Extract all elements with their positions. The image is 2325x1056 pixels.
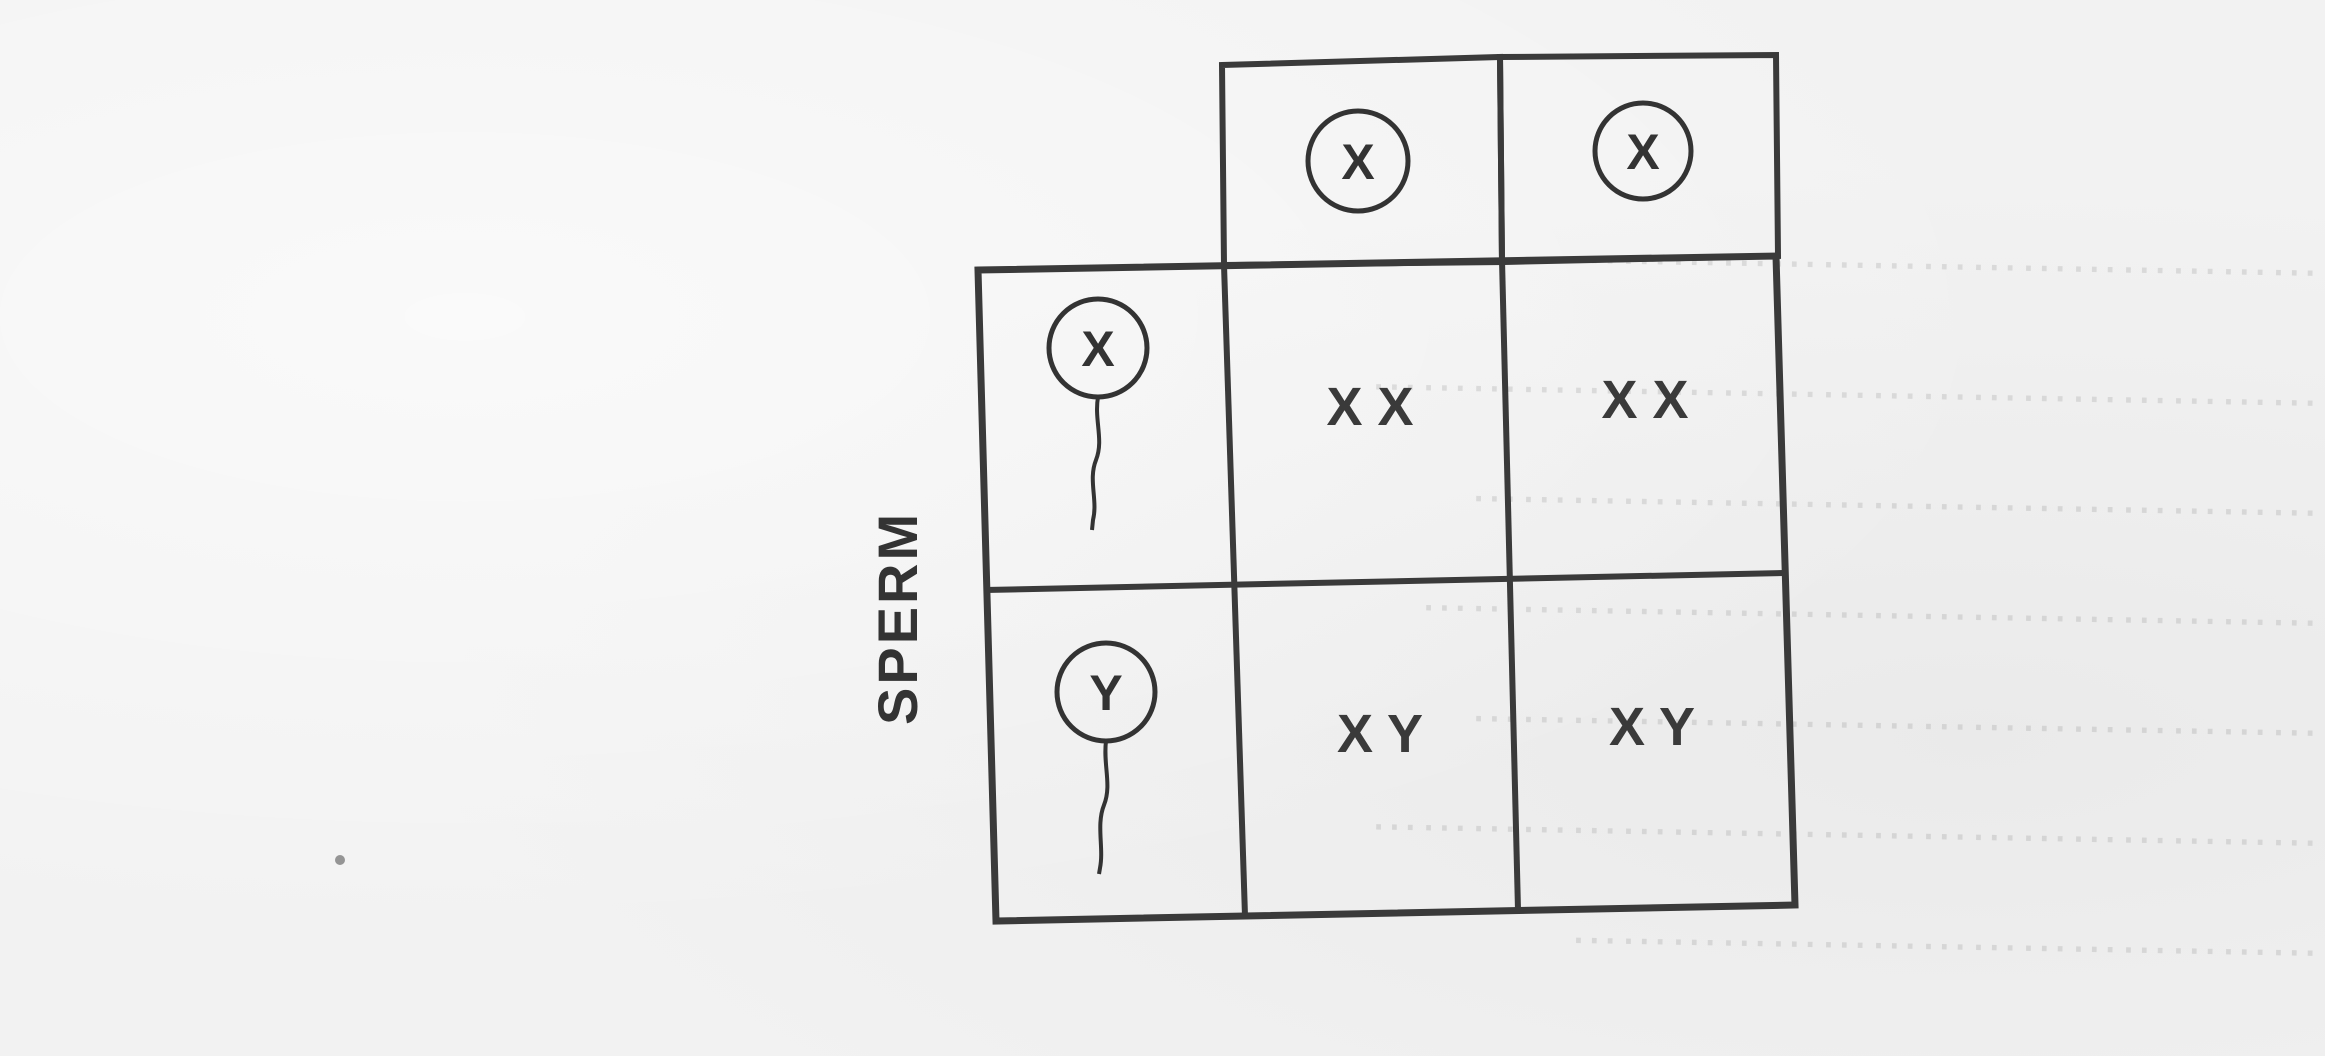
sperm-tail [1090,396,1102,531]
offspring-genotype: X Y [1337,704,1423,764]
grid-divider-vertical [1221,264,1248,917]
sperm-tail [1097,740,1110,875]
sperm-allele-2: Y [1089,665,1122,721]
egg-allele-2: X [1626,124,1659,180]
offspring-genotype: X Y [1609,697,1695,757]
offspring-cells: X X X X X Y X Y [1326,370,1695,764]
punnett-grid [974,252,1799,925]
sperm-column: X Y [1046,296,1158,875]
egg-header: X X [1218,51,1782,269]
egg-cell-icon [1305,108,1411,214]
egg-allele-1: X [1341,134,1374,190]
grid-frame [974,252,1799,925]
offspring-genotype: X X [1326,377,1413,437]
sperm-allele-1: X [1081,321,1114,377]
grid-divider-horizontal [984,570,1785,593]
grid-divider-vertical [1499,259,1521,911]
scan-speck [335,855,345,865]
egg-cell-icon [1592,100,1694,202]
offspring-genotype: X X [1601,370,1688,430]
sperm-label: SPERM [866,511,929,725]
